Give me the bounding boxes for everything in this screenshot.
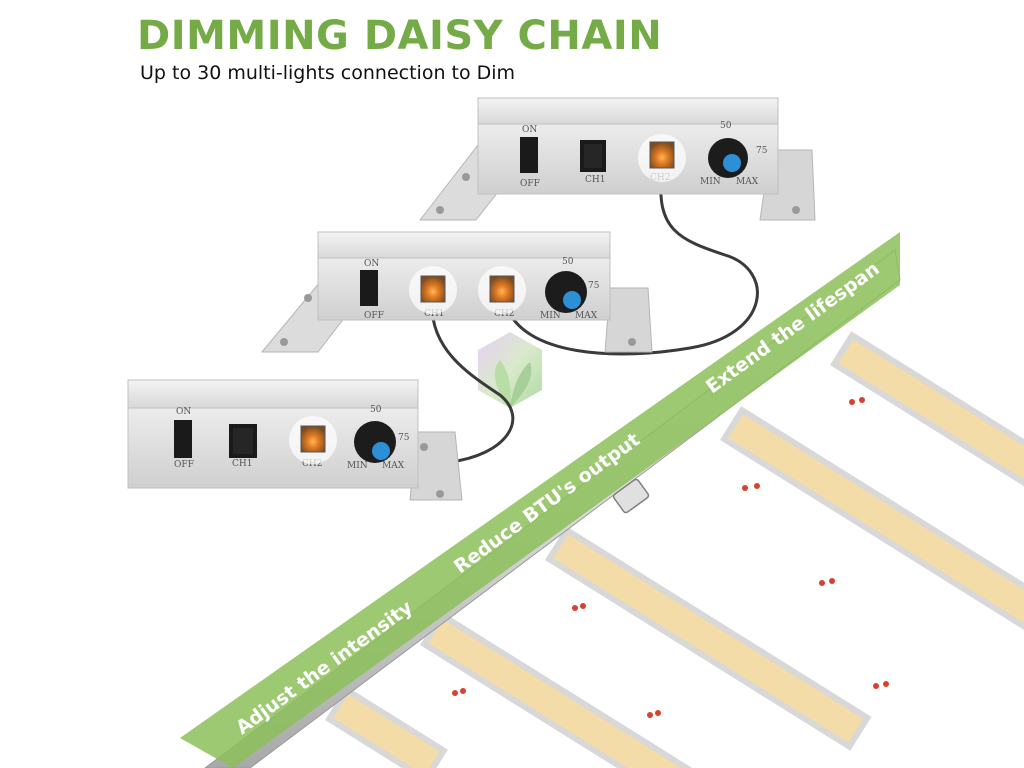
ch1-port[interactable]	[420, 275, 446, 303]
dimmer-knob[interactable]	[372, 442, 390, 460]
switch-off-label: OFF	[364, 311, 384, 321]
dial-50-label: 50	[370, 405, 382, 415]
switch-off-label: OFF	[174, 460, 194, 470]
dial-min-label: MIN	[540, 311, 561, 321]
port-label: CH1	[424, 309, 444, 319]
dial-max-label: MAX	[575, 311, 598, 321]
switch-on-label: ON	[522, 125, 537, 135]
switch-off-label: OFF	[520, 179, 540, 189]
rail-bracket	[612, 478, 650, 514]
port-label: CH1	[585, 175, 605, 185]
page-subtitle: Up to 30 multi-lights connection to Dim	[140, 62, 516, 84]
ch1-port[interactable]	[584, 144, 602, 168]
ch2-port[interactable]	[489, 275, 515, 303]
dial-75-label: 75	[398, 433, 410, 443]
switch-on-label: ON	[364, 259, 379, 269]
dial-min-label: MIN	[700, 177, 721, 187]
dial-max-label: MAX	[736, 177, 759, 187]
power-switch[interactable]	[520, 137, 538, 173]
power-switch[interactable]	[360, 270, 378, 306]
led-bar	[420, 611, 696, 768]
ch2-port[interactable]	[649, 141, 675, 169]
feature-band	[180, 232, 900, 768]
led-bar	[830, 331, 1024, 615]
cable-top-to-middle	[503, 171, 759, 356]
controller-bottom: ON OFF CH1 CH2 MIN MAX 50 75	[127, 379, 463, 501]
dial-max-label: MAX	[382, 461, 405, 471]
ch2-port[interactable]	[300, 425, 326, 453]
controller-top: ON OFF CH1 CH2 MIN MAX 50 75	[418, 97, 816, 221]
switch-on-label: ON	[176, 407, 191, 417]
ch1-port[interactable]	[233, 428, 253, 454]
feature-label-btu: Reduce BTU's output	[450, 429, 644, 578]
power-switch[interactable]	[174, 420, 192, 458]
grow-light-fixture	[180, 232, 1024, 768]
dimmer-knob[interactable]	[563, 291, 581, 309]
led-bar	[325, 686, 448, 768]
dial-75-label: 75	[588, 281, 600, 291]
controller-middle: ON OFF CH1 CH2 MIN MAX 50 75	[260, 231, 653, 353]
dial-min-label: MIN	[347, 461, 368, 471]
led-bar	[545, 526, 872, 751]
page-title: DIMMING DAISY CHAIN	[137, 13, 663, 59]
dial-50-label: 50	[720, 121, 732, 131]
red-diodes	[452, 397, 889, 718]
leaf-logo	[478, 332, 542, 408]
port-label: CH2	[302, 459, 322, 469]
port-label: CH2	[494, 309, 514, 319]
led-bar	[720, 406, 1024, 690]
port-label: CH1	[232, 459, 252, 469]
dimmer-knob[interactable]	[723, 154, 741, 172]
dial-75-label: 75	[756, 146, 768, 156]
dial-50-label: 50	[562, 257, 574, 267]
